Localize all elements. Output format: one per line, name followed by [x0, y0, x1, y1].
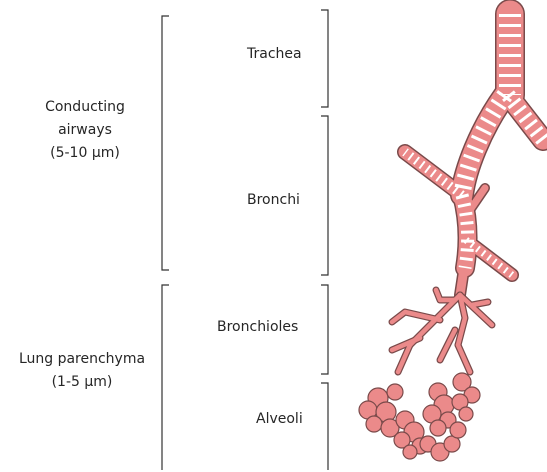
trachea-bronchi-tree	[405, 14, 543, 295]
bracket-lung-parenchyma	[162, 285, 169, 470]
bracket-bronchioles	[321, 285, 328, 374]
bracket-trachea	[321, 10, 328, 107]
bracket-conducting-airways	[162, 16, 169, 270]
alveolar-cluster	[394, 411, 428, 459]
alveolar-cluster	[359, 384, 403, 437]
alveoli-clusters	[359, 373, 480, 461]
alveolar-cluster	[452, 373, 480, 410]
bracket-alveoli	[321, 383, 328, 470]
bronchioles-branches	[392, 290, 492, 372]
bracket-bronchi	[321, 116, 328, 275]
